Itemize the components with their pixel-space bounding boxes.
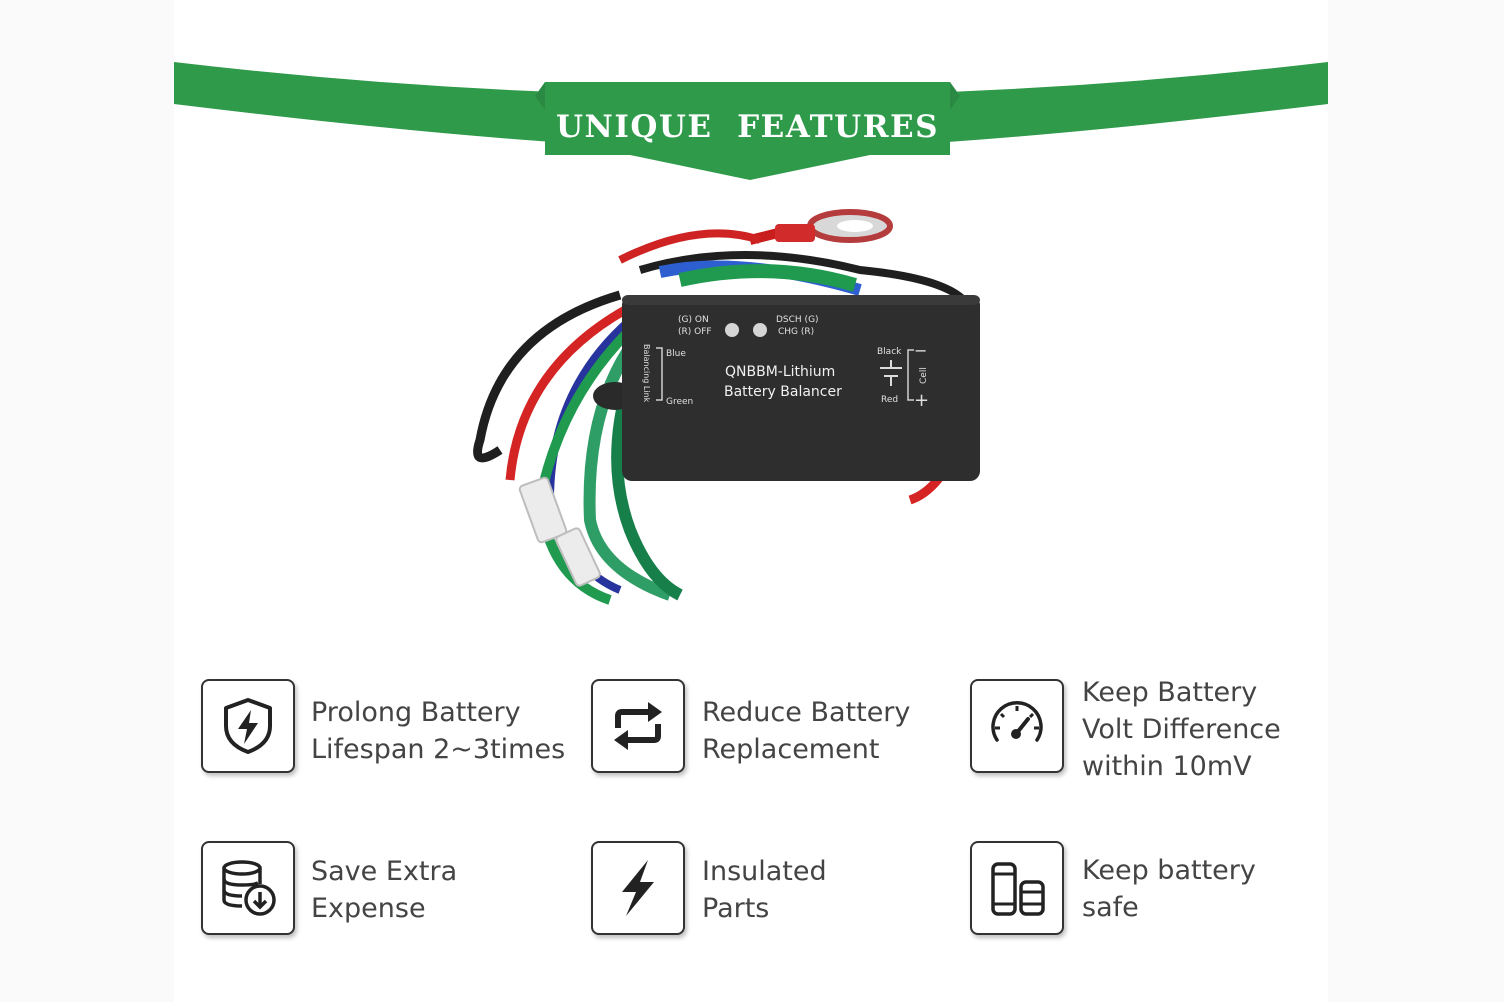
shield-bolt-icon [201, 679, 295, 773]
plus-sign: + [914, 390, 929, 411]
feature-line: within 10mV [1082, 751, 1252, 782]
feature-text-2: Reduce Battery Replacement [702, 694, 910, 768]
black-label: Black [877, 347, 902, 357]
feature-line: Keep battery [1082, 855, 1256, 886]
product-name: QNBBM-Lithium [725, 364, 835, 380]
cell-label: Cell [919, 367, 929, 384]
led-left-label-green: (G) ON [678, 315, 709, 325]
feature-text-6: Keep battery safe [1082, 852, 1256, 926]
feature-line: Reduce Battery [702, 697, 911, 728]
right-margin [1328, 0, 1504, 1002]
feature-line: Volt Difference [1082, 714, 1281, 745]
led-left-label-red: (R) OFF [678, 327, 712, 337]
left-margin [0, 0, 174, 1002]
feature-line: Save Extra [311, 856, 458, 887]
feature-line: Keep Battery [1082, 677, 1258, 708]
feature-line: Replacement [702, 734, 880, 765]
feature-line: Parts [702, 893, 770, 924]
blue-label: Blue [666, 349, 686, 359]
battery-cells-icon [970, 841, 1064, 935]
banner-ribbon [174, 62, 1328, 180]
feature-line: Lifespan 2~3times [311, 734, 566, 765]
gauge-icon [970, 679, 1064, 773]
battery-balancer-device: (G) ON (R) OFF DSCH (G) CHG (R) Blue Gre… [473, 209, 980, 605]
feature-text-3: Keep Battery Volt Difference within 10mV [1082, 674, 1281, 785]
database-download-icon [201, 841, 295, 935]
feature-text-4: Save Extra Expense [311, 853, 457, 927]
feature-line: Prolong Battery [311, 697, 521, 728]
banner-title: UNIQUE FEATURES [556, 109, 939, 145]
led-right-label-green: DSCH (G) [776, 315, 819, 325]
lightning-icon [591, 841, 685, 935]
replace-arrows-icon [591, 679, 685, 773]
green-label: Green [666, 397, 693, 407]
product-subtitle: Battery Balancer [724, 384, 842, 400]
feature-line: safe [1082, 892, 1139, 923]
led-right-label-red: CHG (R) [778, 327, 814, 337]
minus-sign: − [914, 341, 927, 360]
balancing-link-label: Balancing Link [642, 344, 651, 403]
feature-text-5: Insulated Parts [702, 853, 827, 927]
feature-text-1: Prolong Battery Lifespan 2~3times [311, 694, 565, 768]
red-label: Red [881, 395, 898, 405]
feature-line: Expense [311, 893, 426, 924]
feature-line: Insulated [702, 856, 827, 887]
